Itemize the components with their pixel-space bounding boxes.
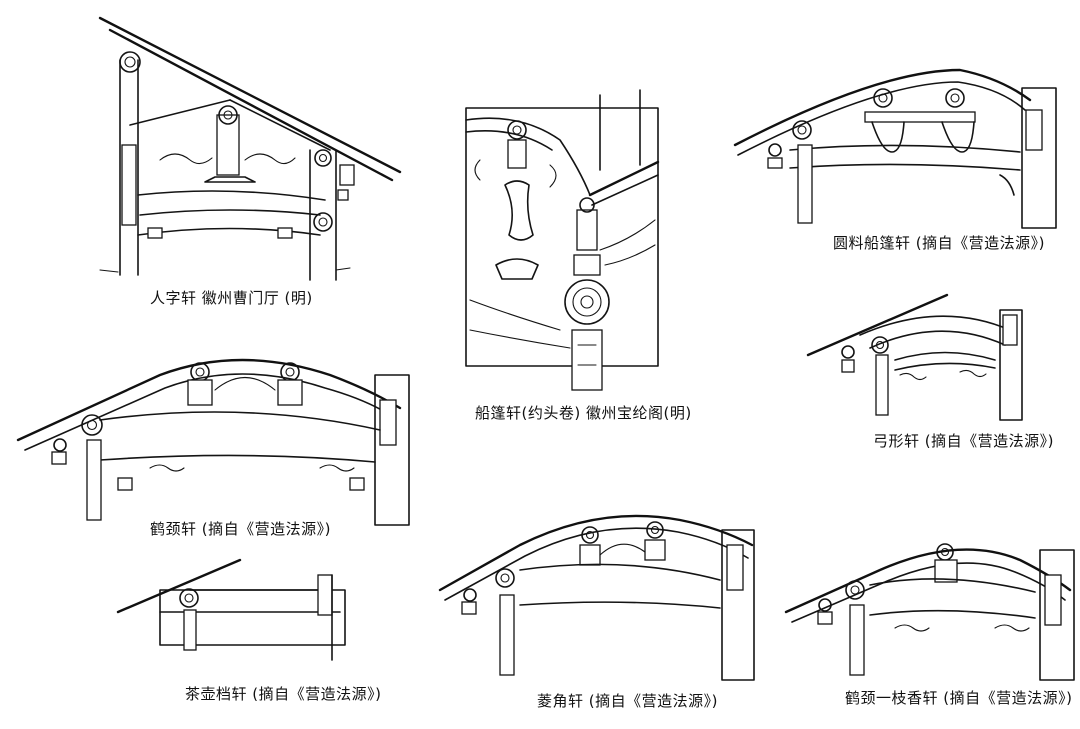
caption-hejing-xuan: 鹤颈轩 (摘自《营造法源》) (150, 520, 331, 538)
caption-yuanliao-chuanpeng: 圆料船篷轩 (摘自《营造法源》) (833, 234, 1045, 252)
caption-chuanpeng-baolunge: 船篷轩(约头卷) 徽州宝纶阁(明) (475, 404, 692, 422)
drawing-yuanliao-chuanpeng (733, 68, 1057, 229)
drawing-hejing-xuan (16, 358, 410, 526)
caption-gongxing-xuan: 弓形轩 (摘自《营造法源》) (873, 432, 1054, 450)
drawing-chahu-xuan (116, 558, 346, 661)
drawing-lingjiao-xuan (438, 514, 755, 681)
drawing-hejing-yizhixiang (784, 543, 1075, 681)
drawing-gongxing-xuan (806, 293, 1023, 421)
caption-renzi-xuan: 人字轩 徽州曹门厅 (明) (150, 289, 313, 307)
caption-chahu-xuan: 茶壶档轩 (摘自《营造法源》) (185, 685, 382, 703)
caption-hejing-yizhixiang: 鹤颈一枝香轩 (摘自《营造法源》) (845, 689, 1073, 707)
caption-lingjiao-xuan: 菱角轩 (摘自《营造法源》) (537, 692, 718, 710)
drawing-renzi-xuan (98, 16, 402, 281)
drawing-chuanpeng-baolunge (465, 89, 660, 391)
